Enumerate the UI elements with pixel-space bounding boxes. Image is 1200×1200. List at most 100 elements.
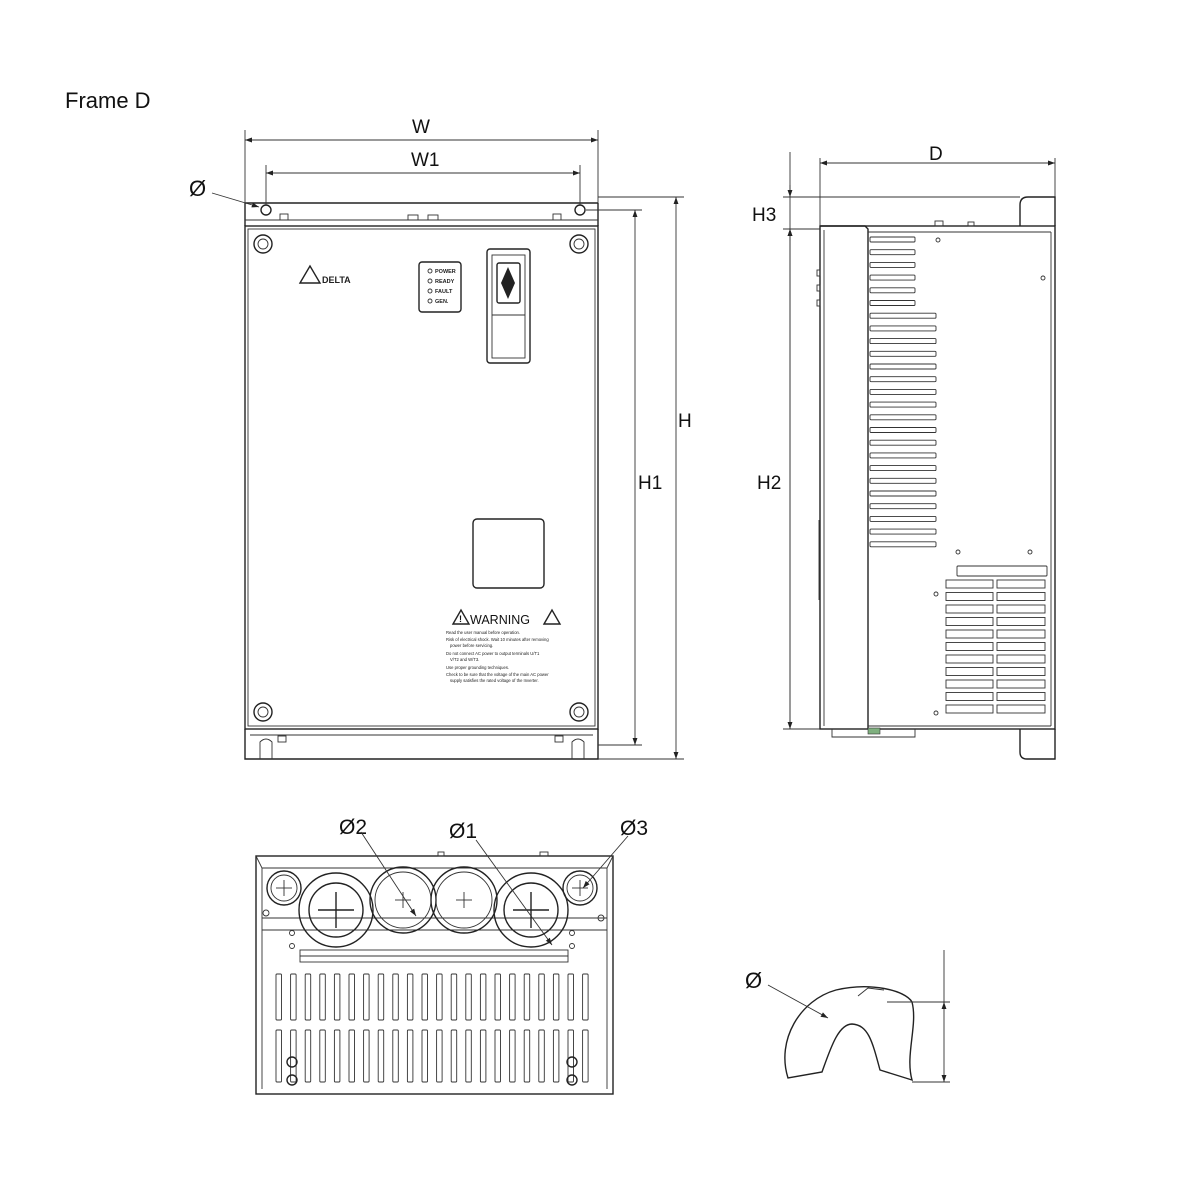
vent-slot xyxy=(450,1029,458,1083)
vent-slot xyxy=(406,1029,414,1083)
vent-slot xyxy=(996,604,1046,614)
dim-label-w: W xyxy=(412,117,430,138)
vent-slot xyxy=(996,617,1046,626)
vent-slot xyxy=(494,973,501,1021)
mount-hole xyxy=(260,204,272,216)
warning-line: V/T2 and W/T3. xyxy=(450,657,479,662)
svg-text:!: ! xyxy=(459,614,462,624)
vent-slot xyxy=(996,654,1046,664)
keypad-arrow-icon xyxy=(501,267,515,299)
vent-slot xyxy=(996,704,1046,714)
vent-slot xyxy=(348,973,355,1021)
vent-slot xyxy=(869,350,937,357)
vent-slot xyxy=(869,236,916,243)
dim-label-d: D xyxy=(929,144,943,165)
vent-slot xyxy=(392,1029,399,1083)
front-view: DELTA POWER READY FAULT GEN. ! WARNING R… xyxy=(244,202,599,760)
vent-slot xyxy=(363,1029,370,1083)
vent-slot xyxy=(869,515,937,522)
dim-label-h: H xyxy=(678,411,692,432)
front-body xyxy=(244,225,599,730)
vent-slot xyxy=(869,503,937,510)
vent-slot xyxy=(319,1029,326,1083)
hazard-icon xyxy=(542,608,562,625)
conduit-hole-small xyxy=(266,870,302,906)
vent-slot xyxy=(869,439,937,446)
vent-slot xyxy=(421,1029,428,1083)
warning-icon xyxy=(451,608,471,625)
vent-slot xyxy=(945,579,994,589)
led-label-fault: FAULT xyxy=(435,289,453,295)
vent-slot xyxy=(869,452,937,459)
dim-label-w1: W1 xyxy=(411,150,440,171)
warning-line: Use proper grounding techniques. xyxy=(446,665,509,670)
vent-slot xyxy=(996,592,1046,601)
warning-line: Do not connect AC power to output termin… xyxy=(446,651,540,656)
bottom-dimensions: Ø2 Ø1 Ø3 xyxy=(339,816,648,946)
frame-title: Frame D xyxy=(65,88,151,113)
warning-line: power before servicing. xyxy=(450,643,493,648)
side-view xyxy=(816,196,1056,760)
brand-logo-text: DELTA xyxy=(322,275,351,285)
warning-title: WARNING xyxy=(470,613,530,627)
vent-slot xyxy=(945,629,994,639)
vent-slot xyxy=(945,642,994,651)
vent-slot xyxy=(538,1029,545,1083)
vent-slot xyxy=(996,692,1046,701)
vent-slot xyxy=(363,973,370,1021)
dim-label-h2: H2 xyxy=(757,473,781,494)
vent-slot xyxy=(465,1029,472,1083)
vent-slot xyxy=(945,604,994,614)
vent-slot xyxy=(538,973,545,1021)
delta-logo-icon xyxy=(298,264,322,284)
mount-slot-detail: Ø xyxy=(745,950,950,1083)
vent-slot xyxy=(436,1029,443,1083)
vent-slot xyxy=(582,1029,589,1083)
vent-slot xyxy=(465,973,472,1021)
vent-slot xyxy=(869,287,916,294)
vent-slot xyxy=(869,325,937,332)
vent-slot xyxy=(869,414,937,421)
dim-label-h1: H1 xyxy=(638,473,662,494)
vent-slot xyxy=(348,1029,355,1083)
vent-slot xyxy=(290,1029,297,1083)
vent-slot xyxy=(479,973,487,1021)
vent-slot xyxy=(333,1029,341,1083)
vent-slot xyxy=(996,579,1046,589)
vent-slot xyxy=(567,973,574,1021)
vent-slot xyxy=(869,376,937,383)
vent-slot xyxy=(436,973,443,1021)
conduit-hole-medium xyxy=(430,866,498,934)
side-dimensions: D H3 H2 xyxy=(752,144,1056,730)
vent-slot xyxy=(869,249,916,256)
dim-label-h3: H3 xyxy=(752,205,776,226)
vent-slot xyxy=(869,427,937,433)
vent-slot xyxy=(392,973,399,1021)
vent-slot xyxy=(869,490,937,497)
vent-slot xyxy=(869,528,937,535)
warning-line: supply satisfies the rated voltage of th… xyxy=(450,678,539,683)
vent-slot xyxy=(996,629,1046,639)
side-body xyxy=(819,225,1056,730)
screw-icon xyxy=(253,702,273,722)
vent-slot xyxy=(945,692,994,701)
vent-slot xyxy=(494,1029,501,1083)
vent-slot xyxy=(567,1029,574,1083)
led-label-power: POWER xyxy=(435,269,456,275)
vent-slot xyxy=(945,654,994,664)
warning-line: Check to be sure that the voltage of the… xyxy=(446,672,549,677)
vent-slot xyxy=(945,704,994,714)
vent-slot xyxy=(869,261,916,268)
vent-slot xyxy=(869,465,937,472)
screw-icon xyxy=(569,234,589,254)
vent-slot xyxy=(304,973,312,1021)
front-dimensions: W W1 Ø H H1 xyxy=(189,117,692,760)
conduit-hole-large xyxy=(298,872,374,948)
vent-slot xyxy=(869,300,916,306)
vent-slot xyxy=(450,973,458,1021)
side-vents xyxy=(869,236,937,548)
vent-slot xyxy=(290,973,297,1021)
vent-slot xyxy=(945,667,994,676)
led-label-ready: READY xyxy=(435,279,455,285)
dim-label-hole: Ø xyxy=(189,176,206,201)
